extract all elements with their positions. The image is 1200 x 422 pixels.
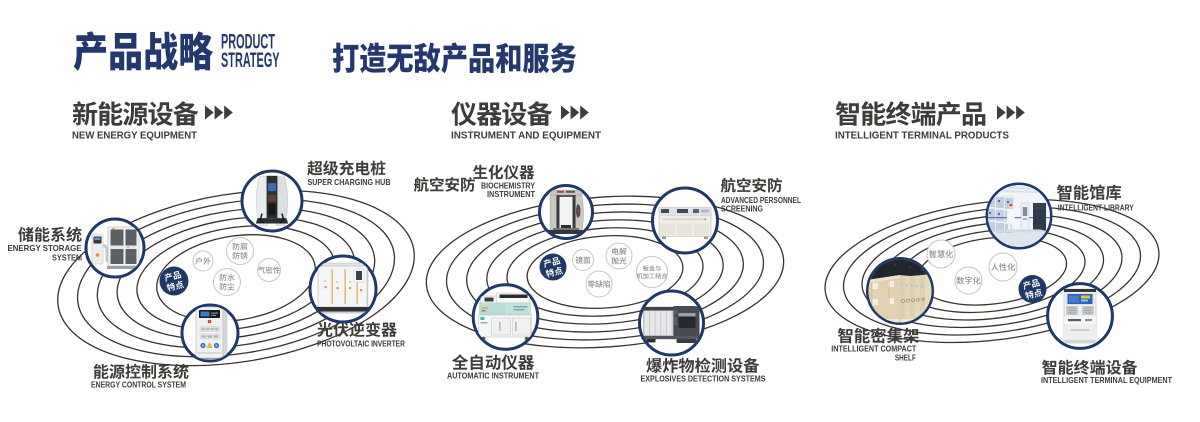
svg-text:ADVANCED PERSONNEL: ADVANCED PERSONNEL bbox=[721, 196, 801, 205]
svg-text:INTELLIGENT COMPACT: INTELLIGENT COMPACT bbox=[831, 344, 917, 354]
svg-text:BIOCHEMISTRY: BIOCHEMISTRY bbox=[481, 181, 536, 190]
svg-text:INSTRUMENT AND EQUIPMENT: INSTRUMENT AND EQUIPMENT bbox=[451, 131, 601, 142]
svg-text:INSTRUMENT: INSTRUMENT bbox=[487, 190, 535, 199]
svg-text:PHOTOVOLTAIC INVERTER: PHOTOVOLTAIC INVERTER bbox=[317, 339, 405, 349]
svg-text:ENERGY STORAGE: ENERGY STORAGE bbox=[8, 243, 82, 253]
svg-text:STRATEGY: STRATEGY bbox=[221, 48, 280, 72]
svg-text:ENERGY CONTROL SYSTEM: ENERGY CONTROL SYSTEM bbox=[91, 380, 186, 390]
svg-text:PRODUCT: PRODUCT bbox=[221, 30, 275, 54]
svg-text:SHELF: SHELF bbox=[895, 353, 916, 363]
svg-text:SUPER CHARGING HUB: SUPER CHARGING HUB bbox=[308, 177, 391, 187]
svg-text:NEW ENERGY EQUIPMENT: NEW ENERGY EQUIPMENT bbox=[72, 131, 197, 142]
svg-text:AUTOMATIC INSTRUMENT: AUTOMATIC INSTRUMENT bbox=[447, 371, 540, 381]
svg-text:SCREENING: SCREENING bbox=[721, 205, 763, 214]
svg-text:INTELLIGENT TERMINAL EQUIPMENT: INTELLIGENT TERMINAL EQUIPMENT bbox=[1041, 375, 1173, 385]
svg-text:EXPLOSIVES DETECTION SYSTEMS: EXPLOSIVES DETECTION SYSTEMS bbox=[641, 374, 766, 384]
svg-text:INTELLIGENT LIBRARY: INTELLIGENT LIBRARY bbox=[1058, 203, 1134, 213]
svg-text:INTELLIGENT TERMINAL PRODUCTS: INTELLIGENT TERMINAL PRODUCTS bbox=[835, 131, 1009, 142]
svg-text:SYSTEM: SYSTEM bbox=[52, 253, 82, 263]
